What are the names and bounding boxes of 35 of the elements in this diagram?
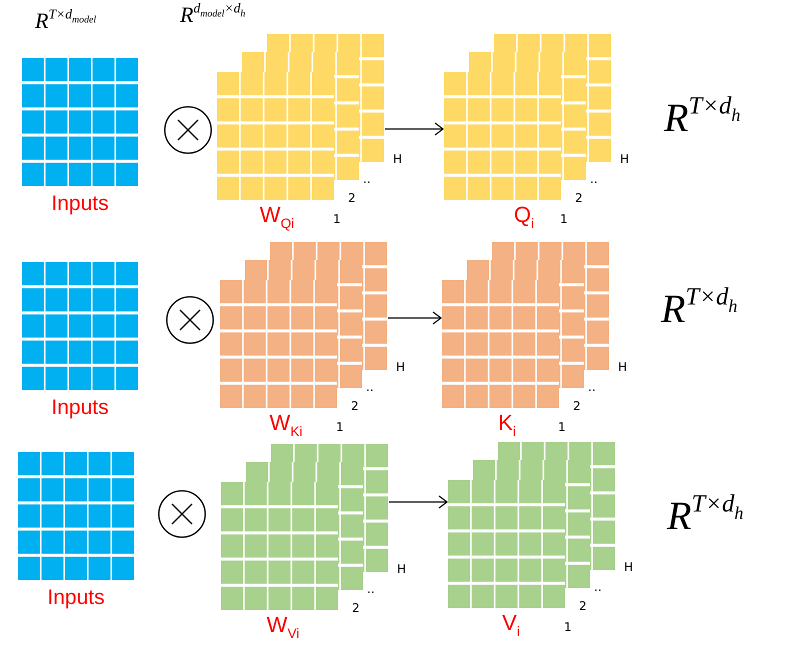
layer-index: 1 (558, 420, 566, 434)
layer-index: 2 (575, 191, 583, 206)
layer-index: .. (363, 172, 371, 186)
arrow (385, 122, 444, 136)
layer-index: H (397, 562, 406, 576)
layer-index: .. (366, 380, 374, 394)
layer-index: 1 (564, 620, 572, 634)
matrix-label: W$_{Ki}$ (270, 410, 302, 442)
layer-index: H (618, 360, 628, 374)
layer-index: 2 (348, 191, 356, 206)
matrix-label: K$_{i}$ (498, 410, 516, 442)
matrix-label: Q$_{i}$ (514, 202, 534, 234)
matrix-label: V$_{i}$ (502, 610, 520, 642)
layer-index: 1 (336, 420, 344, 434)
layer-index: 1 (560, 212, 568, 226)
matrix-label: Inputs (51, 396, 109, 421)
layer-index: .. (588, 380, 596, 394)
layer-index: .. (594, 580, 602, 594)
layer-index: 1 (333, 212, 341, 226)
matrix-label: Inputs (47, 586, 105, 611)
matrix-label: W$_{Qi}$ (260, 202, 294, 234)
matrix-label: Inputs (51, 192, 109, 217)
layer-index: 2 (351, 399, 359, 414)
arrow (388, 311, 442, 325)
arrow (389, 495, 448, 509)
matrix-label: W$_{Vi}$ (266, 612, 300, 644)
layer-index: 2 (352, 601, 360, 616)
layer-index: 2 (573, 399, 581, 414)
layer-index: H (624, 560, 634, 574)
layer-index: H (393, 152, 402, 166)
layer-index: .. (367, 582, 375, 596)
layer-index: 2 (579, 599, 587, 614)
layer-index: H (620, 152, 630, 166)
layer-index: .. (590, 172, 598, 186)
layer-index: H (396, 360, 406, 374)
